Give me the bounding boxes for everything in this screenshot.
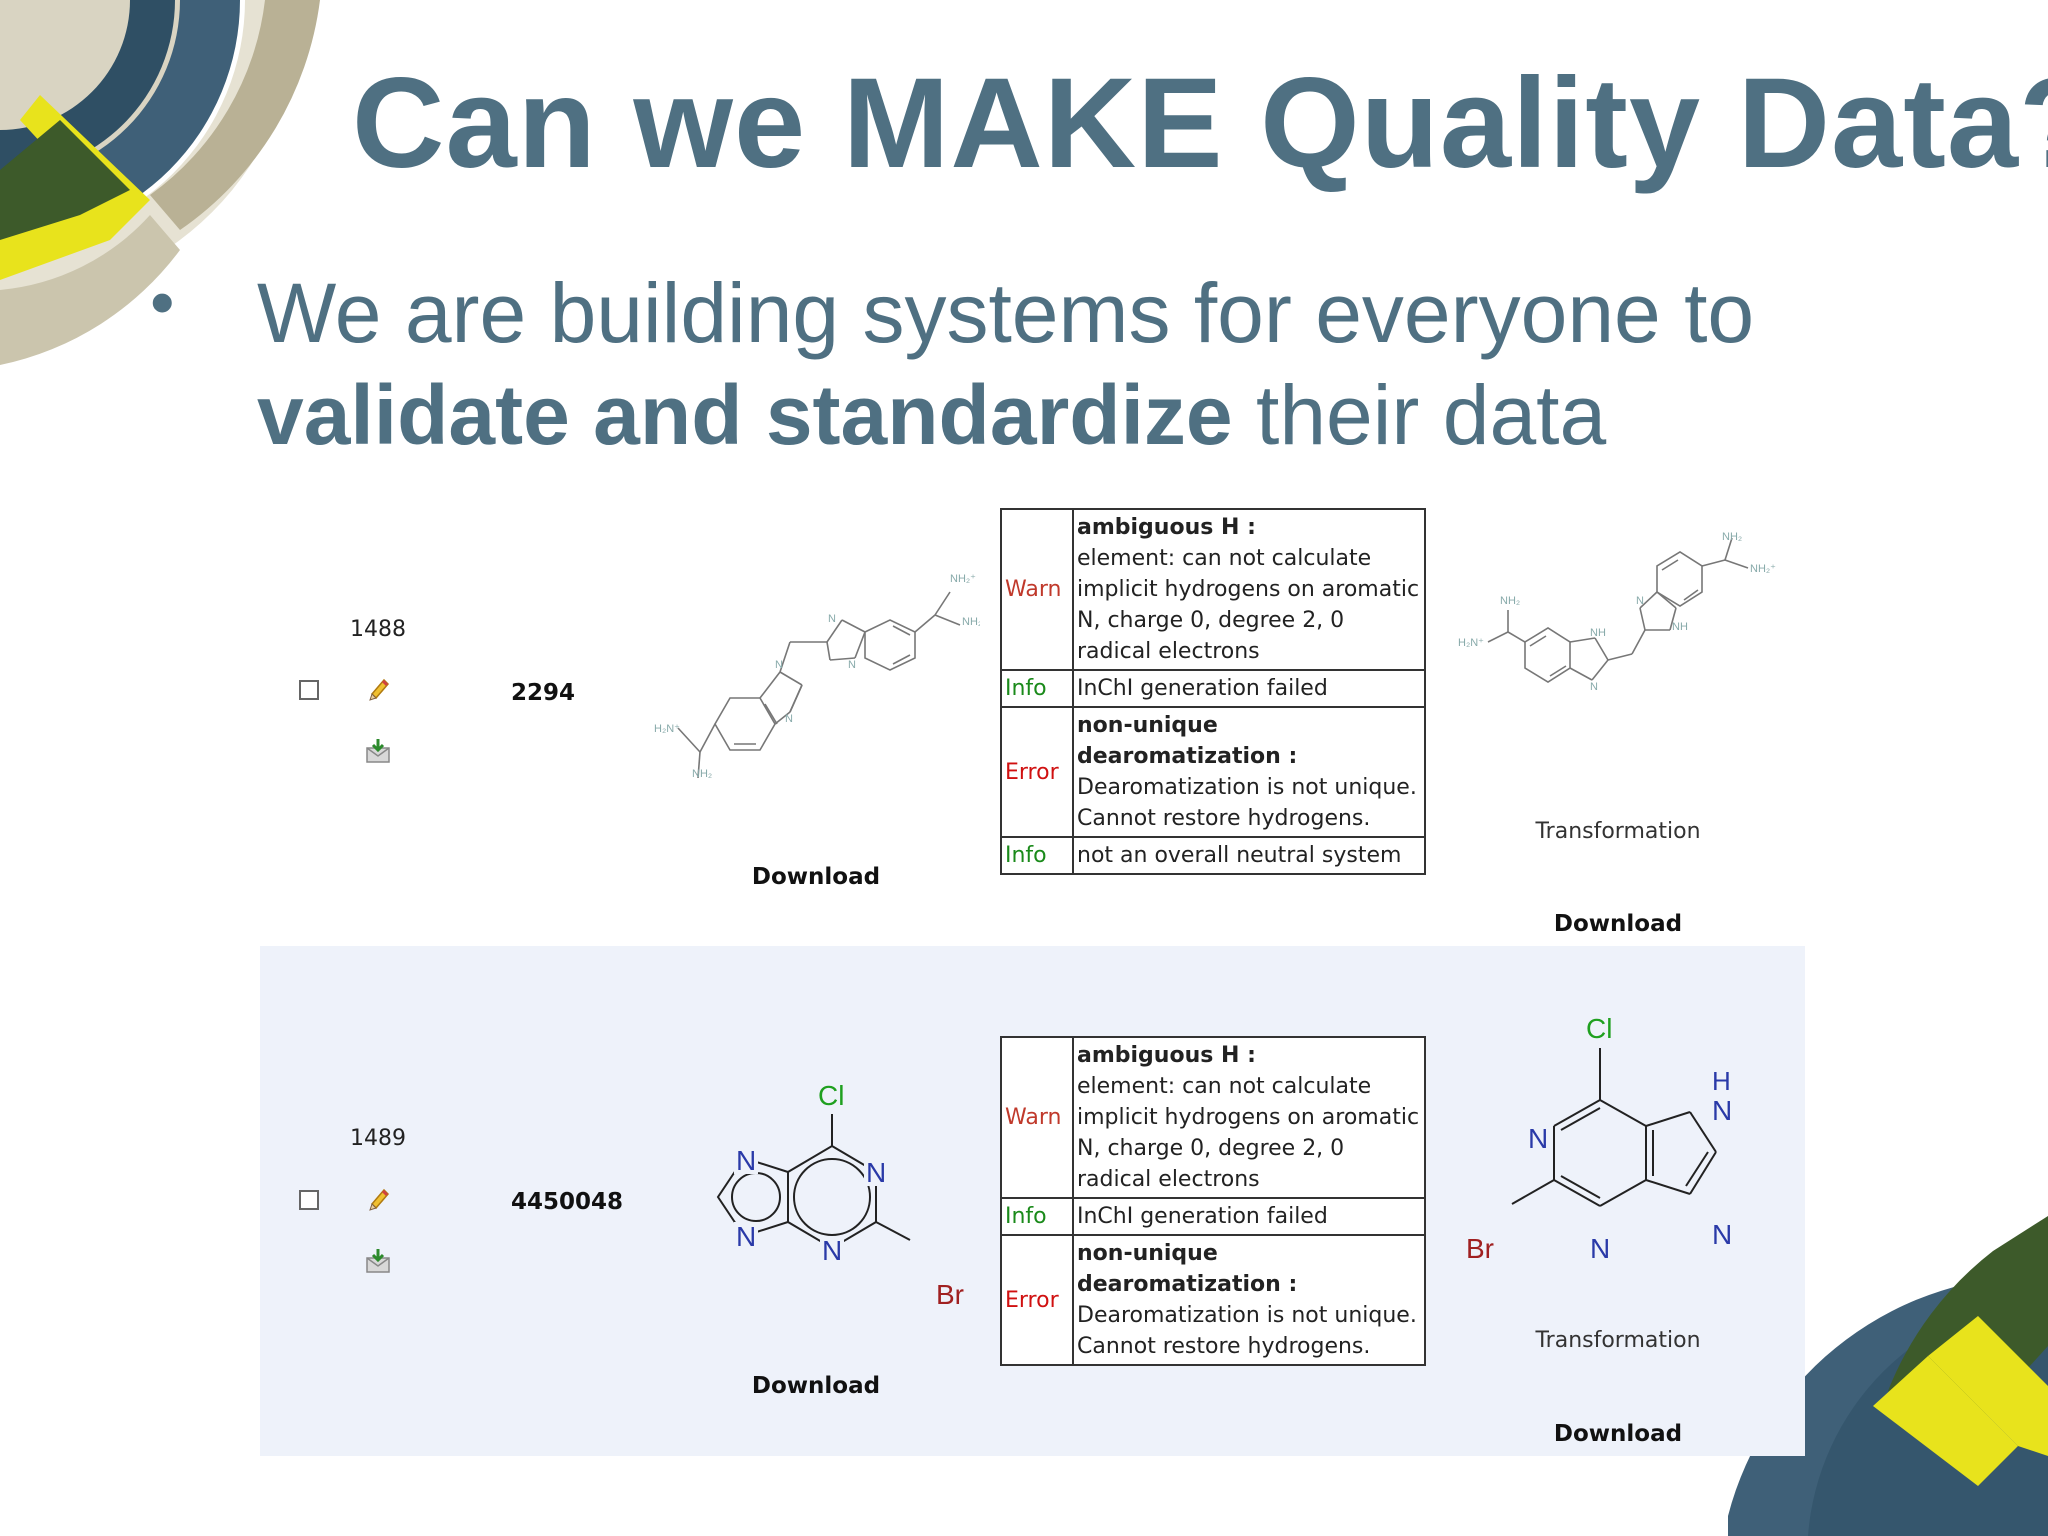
message-level: Error [1000, 706, 1074, 838]
atom-label: NH [1672, 621, 1688, 633]
chlorine-label: Cl [1586, 1013, 1612, 1044]
message-level: Info [1000, 669, 1074, 708]
message-level: Error [1000, 1234, 1074, 1366]
atom-label: N [828, 613, 836, 625]
message-text: not an overall neutral system [1072, 836, 1426, 875]
atom-label: NH [1590, 627, 1606, 639]
table-row: Warn ambiguous H : element: can not calcu… [1000, 508, 1426, 671]
row-checkbox[interactable] [299, 680, 319, 700]
message-cell: non-unique dearomatization : Dearomatizat… [1072, 706, 1426, 838]
download-link[interactable]: Download [751, 1373, 881, 1399]
atom-label: N [848, 659, 856, 671]
row-checkbox[interactable] [299, 1190, 319, 1210]
molecule-structure-original: NH₂⁺ NH₂ H₂N⁺ NH₂ N N N N [654, 573, 980, 780]
transformation-download-link[interactable]: Download [1553, 911, 1683, 937]
row-index: 1489 [350, 1126, 406, 1151]
table-row: Error non-unique dearomatization : Dearom… [1000, 1234, 1426, 1366]
message-title: non-unique dearomatization : [1077, 713, 1298, 769]
table-row: Error non-unique dearomatization : Dearom… [1000, 706, 1426, 838]
table-row: Info InChI generation failed [1000, 1197, 1426, 1236]
bullet-marker: • [150, 263, 175, 341]
message-text: Dearomatization is not unique. Cannot re… [1077, 1303, 1417, 1359]
message-title: non-unique dearomatization : [1077, 1241, 1298, 1297]
message-cell: ambiguous H : element: can not calculate … [1072, 508, 1426, 671]
atom-label: NH₂ [1722, 531, 1742, 543]
chlorine-label: Cl [818, 1080, 844, 1111]
atom-label: N [1636, 595, 1644, 607]
nitrogen-label: N [1712, 1095, 1732, 1126]
nitrogen-label: N [736, 1221, 756, 1252]
nitrogen-label: N [866, 1157, 886, 1188]
message-text: element: can not calculate implicit hydr… [1077, 1074, 1420, 1192]
message-text: InChI generation failed [1072, 1197, 1426, 1236]
download-link[interactable]: Download [751, 864, 881, 890]
compound-id[interactable]: 4450048 [511, 1189, 624, 1215]
transformation-download-link[interactable]: Download [1553, 1421, 1683, 1447]
validation-table: Warn ambiguous H : element: can not calcu… [1000, 508, 1426, 875]
message-title: ambiguous H : [1077, 515, 1256, 540]
message-level: Info [1000, 1197, 1074, 1236]
bromine-label: Br [936, 1279, 964, 1310]
corner-decoration-bottom-right [1728, 1216, 2048, 1536]
atom-label: N [775, 659, 783, 671]
atom-label: NH₂⁺ [1750, 563, 1776, 575]
atom-label: N [785, 713, 793, 725]
edit-pencil-icon[interactable] [366, 674, 394, 702]
atom-label: NH₂⁺ [950, 573, 976, 585]
edit-pencil-icon[interactable] [366, 1184, 394, 1212]
molecule-structure-transformed: NH₂ NH₂⁺ NH₂ H₂N⁺ NH N N NH [1458, 531, 1776, 693]
nitrogen-label: N [1528, 1123, 1548, 1154]
message-level: Warn [1000, 508, 1074, 671]
atom-label: NH₂ [962, 616, 980, 628]
molecule-structure-transformed: Cl H N N N N Br [1466, 1013, 1732, 1264]
atom-label: N [1590, 681, 1598, 693]
atom-label: H₂N⁺ [654, 723, 680, 735]
slide-title: Can we MAKE Quality Data? [352, 52, 2048, 195]
nitrogen-label: N [1712, 1219, 1732, 1250]
nitrogen-label: N [822, 1235, 842, 1266]
message-title: ambiguous H : [1077, 1043, 1256, 1068]
mail-download-icon[interactable] [364, 738, 392, 764]
table-row: Info InChI generation failed [1000, 669, 1426, 708]
compound-id[interactable]: 2294 [511, 680, 576, 706]
transformation-label: Transformation [1535, 1328, 1701, 1353]
bullet-text: We are building systems for everyone to … [257, 262, 1957, 466]
molecule-structure-original: Cl N N N N Br [716, 1080, 964, 1310]
hydrogen-label: H [1712, 1066, 1731, 1096]
nitrogen-label: N [1590, 1233, 1610, 1264]
transformation-label: Transformation [1535, 819, 1701, 844]
bullet-line1: We are building systems for everyone to [257, 266, 1755, 360]
bullet-rest: their data [1232, 368, 1607, 462]
atom-label: H₂N⁺ [1458, 637, 1484, 649]
nitrogen-label: N [736, 1145, 756, 1176]
row-index: 1488 [350, 617, 406, 642]
table-row: Warn ambiguous H : element: can not calcu… [1000, 1036, 1426, 1199]
table-row: Info not an overall neutral system [1000, 836, 1426, 875]
atom-label: NH₂ [1500, 595, 1520, 607]
message-level: Warn [1000, 1036, 1074, 1199]
message-text: element: can not calculate implicit hydr… [1077, 546, 1420, 664]
corner-decoration-top-left [0, 0, 320, 365]
bromine-label: Br [1466, 1233, 1494, 1264]
message-cell: ambiguous H : element: can not calculate … [1072, 1036, 1426, 1199]
mail-download-icon[interactable] [364, 1248, 392, 1274]
message-text: InChI generation failed [1072, 669, 1426, 708]
atom-label: NH₂ [692, 768, 712, 780]
validation-table: Warn ambiguous H : element: can not calcu… [1000, 1036, 1426, 1366]
message-text: Dearomatization is not unique. Cannot re… [1077, 775, 1417, 831]
bullet-bold-phrase: validate and standardize [257, 368, 1233, 462]
message-cell: non-unique dearomatization : Dearomatizat… [1072, 1234, 1426, 1366]
message-level: Info [1000, 836, 1074, 875]
